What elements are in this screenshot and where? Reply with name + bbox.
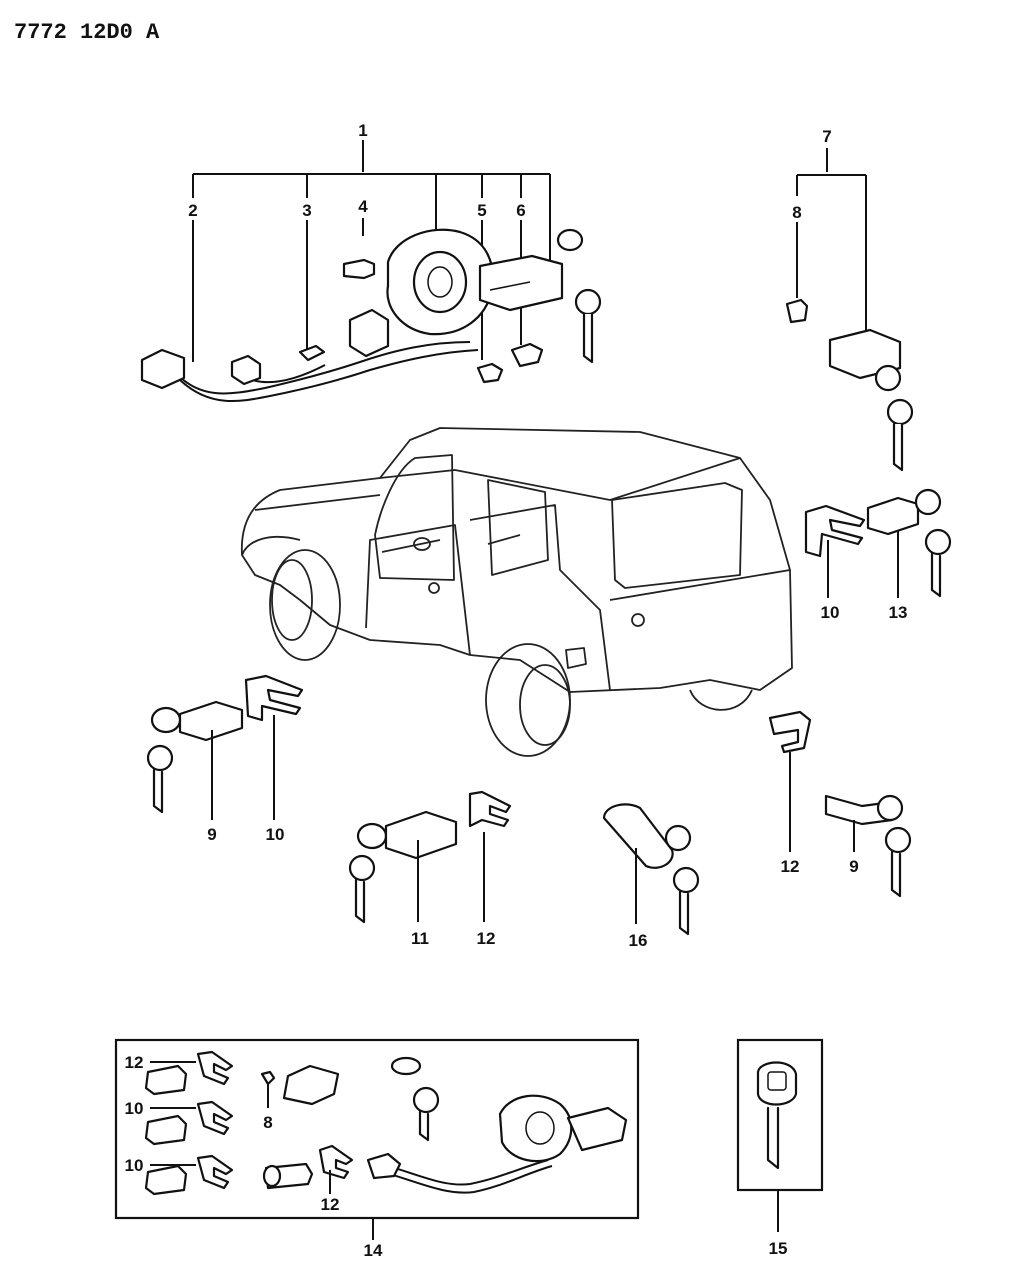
screw	[476, 362, 504, 384]
retainer-clip-icon	[804, 504, 866, 558]
glove-box-lock-assembly	[785, 148, 914, 472]
kit-callout-10a: 10	[125, 1099, 144, 1118]
kit-frame	[114, 1038, 640, 1220]
lock-cylinder-icon	[178, 700, 244, 742]
blank-key-item	[736, 1038, 824, 1232]
harness-connector	[230, 354, 262, 386]
lock-cylinder-icon	[384, 810, 458, 860]
key-icon	[146, 744, 174, 772]
callout-9-left: 9	[207, 825, 216, 844]
terminal-block	[348, 308, 390, 358]
key-icon	[924, 528, 952, 556]
kit-callout-12b: 12	[321, 1195, 340, 1214]
callout-11: 11	[411, 929, 429, 948]
callout-10-rear: 10	[821, 603, 840, 622]
callout-5: 5	[477, 201, 486, 220]
lock-cylinder-icon	[144, 1064, 188, 1096]
callout-3: 3	[302, 201, 311, 220]
key-icon	[874, 364, 902, 392]
left-door-lock-assembly	[146, 674, 304, 820]
center-lock-assembly	[348, 790, 512, 924]
lock-set-kit	[114, 1038, 640, 1220]
ignition-switch-assembly	[140, 140, 602, 402]
callout-12-right: 12	[781, 857, 800, 876]
callout-12-mid: 12	[477, 929, 496, 948]
retainer-clip-icon	[768, 710, 812, 754]
lock-housing	[478, 254, 564, 312]
callout-6: 6	[516, 201, 525, 220]
callout-15: 15	[769, 1239, 788, 1258]
screw	[785, 298, 809, 324]
rear-lock-cylinder-assembly	[804, 488, 952, 598]
kit-callout-12a: 12	[125, 1053, 144, 1072]
retainer-clip-icon	[196, 1050, 234, 1086]
callout-13: 13	[889, 603, 908, 622]
key-icon	[756, 1061, 798, 1106]
callout-1: 1	[358, 121, 367, 140]
harness-plug	[140, 348, 186, 390]
callout-9-right: 9	[849, 857, 858, 876]
fuel-lock-assembly	[602, 803, 700, 936]
callout-2: 2	[188, 201, 197, 220]
key-icon	[556, 228, 602, 364]
key-icon	[348, 854, 376, 882]
callout-14: 14	[364, 1241, 383, 1260]
lock-cylinder-icon	[866, 496, 920, 536]
front-wheel	[269, 549, 341, 661]
callout-8: 8	[792, 203, 801, 222]
lock-cylinder-icon	[602, 803, 674, 869]
diagram-code: 7772 12D0 A	[14, 20, 160, 45]
retainer-clip-icon	[468, 790, 512, 828]
kit-callout-8: 8	[263, 1113, 272, 1132]
retainer	[510, 342, 544, 368]
key-frame	[736, 1038, 824, 1192]
callout-16: 16	[629, 931, 648, 950]
callout-4: 4	[358, 197, 368, 216]
switch-rotor	[412, 250, 468, 314]
kit-callout-10b: 10	[125, 1156, 144, 1175]
right-door-lock-assembly	[768, 710, 912, 898]
vehicle-body-illustration	[241, 427, 793, 757]
fuel-cap-lock-icon	[565, 647, 587, 669]
key-icon	[884, 826, 912, 854]
key-icon	[672, 866, 700, 894]
screw	[342, 258, 376, 280]
wire-clip	[298, 344, 326, 362]
callout-10-left: 10	[266, 825, 285, 844]
retainer-clip-icon	[244, 674, 304, 722]
callout-7: 7	[822, 127, 831, 146]
lock-cylinder-icon	[828, 328, 902, 380]
